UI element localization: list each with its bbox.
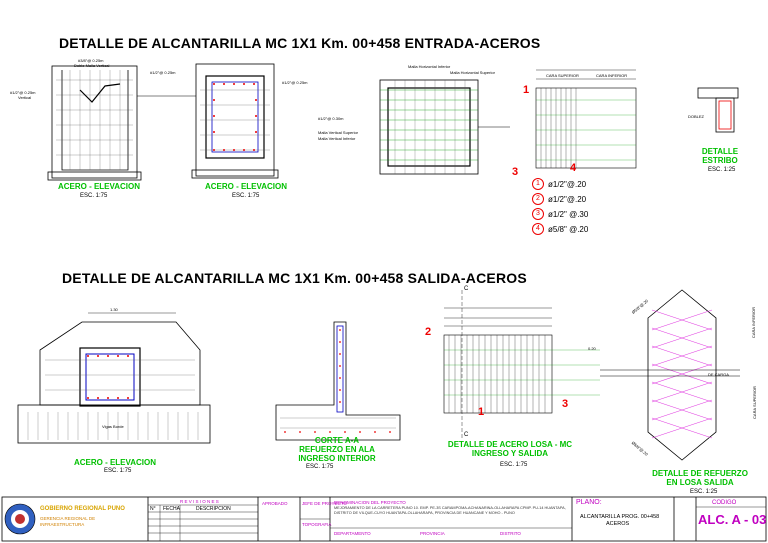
legend-item-4: 4 ø5/8" @.20: [532, 223, 588, 235]
legend-number: 4: [532, 223, 544, 235]
annotation: Malla Vertical Inferior: [318, 136, 356, 141]
acero-elevacion-3: [17, 312, 211, 444]
annotation: Vigas Borde: [102, 424, 124, 429]
acero-elevacion-1: [47, 65, 170, 181]
legend-number: 3: [532, 208, 544, 220]
caption-corte-aa: CORTE A-A REFUERZO EN ALA INGRESO INTERI…: [298, 436, 376, 463]
annotation: 1.30: [110, 307, 118, 312]
scale-1: ESC. 1:75: [80, 193, 108, 199]
losa-top: [535, 69, 637, 169]
annotation: 0.20: [588, 346, 596, 351]
title-salida: DETALLE DE ALCANTARILLA MC 1X1 Km. 00+45…: [62, 270, 527, 286]
annotation: Doble Malla Vertical: [74, 63, 110, 68]
legend-text: ø1/2" @.30: [548, 209, 589, 219]
section-c-bottom: C: [464, 432, 469, 438]
tb-provincia: PROVINCIA: [420, 531, 445, 536]
logo-emblem: [4, 503, 36, 535]
tb-rev-fecha: FECHA: [163, 506, 180, 512]
scale-2: ESC. 1:75: [232, 193, 260, 199]
scale-4: ESC. 1:75: [104, 468, 132, 474]
rebar-dots-corte: [284, 329, 391, 433]
tb-codigo-label: CODIGO: [712, 500, 737, 506]
annotation: Malla Vertical Superior: [318, 130, 359, 135]
legend-number: 2: [532, 193, 544, 205]
legend-text: ø1/2"@.20: [548, 194, 587, 204]
annotation: CARA SUPERIOR: [546, 73, 579, 78]
annotation: Vertical: [18, 95, 32, 100]
marker-3b: 3: [562, 398, 569, 410]
scale-7: ESC. 1:25: [690, 489, 718, 495]
section-c-top: C: [464, 286, 469, 292]
legend-text: ø5/8" @.20: [548, 224, 589, 234]
corte-aa: [275, 321, 401, 441]
caption-refuerzo: DETALLE DE REFUERZO EN LOSA SALIDA: [652, 469, 748, 487]
tb-rev-desc: DESCRIPCION: [196, 506, 231, 512]
tb-plano-desc-2: ACEROS: [606, 521, 630, 527]
caption-acero-elevacion-3: ACERO - ELEVACION: [73, 458, 157, 467]
marker-3: 3: [512, 166, 519, 178]
tb-distrito: DISTRITO: [500, 531, 521, 536]
annotation: #1/2"@ 0.25m: [150, 70, 176, 75]
legend-text: ø1/2"@.20: [548, 179, 587, 189]
annotation: Malla Horizontal Inferior: [408, 64, 451, 69]
tb-rev-n: N°: [150, 506, 156, 512]
annotation: CARA SUPERIOR: [751, 386, 757, 419]
caption-losa: DETALLE DE ACERO LOSA - MC INGRESO Y SAL…: [447, 440, 573, 458]
annotation: #3/8"@ 0.25m: [78, 58, 104, 63]
tb-topografia: TOPOGRAFIA: [302, 522, 332, 527]
title-entrada: DETALLE DE ALCANTARILLA MC 1X1 Km. 00+45…: [59, 35, 541, 51]
tb-jefe: JEFE DE PROYECTO: [302, 501, 347, 506]
plan-view-top: [379, 79, 510, 175]
marker-2b: 2: [425, 326, 432, 338]
caption-detalle-estribo: DETALLE ESTRIBO: [701, 147, 739, 165]
caption-acero-elevacion-2: ACERO - ELEVACION: [204, 182, 288, 191]
scale-5: ESC. 1:75: [306, 464, 334, 470]
legend-number: 1: [532, 178, 544, 190]
annotation: #1/2"@ 0.25m: [10, 90, 36, 95]
tb-aprobado: APROBADO: [262, 501, 288, 506]
tb-plano-label: PLANO:: [576, 499, 602, 506]
tb-sub-2: INFRAESTRUCTURA: [40, 522, 85, 527]
losa-bottom: [443, 290, 600, 440]
annotation: DOBLEZ: [688, 114, 705, 119]
tb-codigo: ALC. A - 03: [698, 512, 767, 527]
refuerzo-losa: [600, 289, 740, 461]
tb-proyecto: MEJORAMIENTO DE LA CARRETERA PUNO 10. EM…: [334, 506, 566, 515]
tb-organization: GOBIERNO REGIONAL PUNO: [40, 506, 125, 512]
legend-item-1: 1 ø1/2"@.20: [532, 178, 588, 190]
annotation: #1/2"@ 0.30m: [318, 116, 344, 121]
annotation: CARA INFERIOR: [596, 73, 628, 78]
legend-item-3: 3 ø1/2" @.30: [532, 208, 588, 220]
tb-sub-1: GERENCIA REGIONAL DE: [40, 516, 96, 521]
rebar-legend: 1 ø1/2"@.20 2 ø1/2"@.20 3 ø1/2" @.30 4 ø5/8"…: [532, 178, 588, 235]
annotation: CARA INFERIOR: [751, 306, 757, 339]
tb-denominacion: DENOMINACION DEL PROYECTO: [334, 500, 406, 505]
caption-acero-elevacion-1: ACERO - ELEVACION: [57, 182, 141, 191]
marker-1b: 1: [478, 406, 485, 418]
acero-elevacion-2: [170, 63, 279, 179]
title-block-frame: [1, 496, 767, 542]
legend-item-2: 2 ø1/2"@.20: [532, 193, 588, 205]
scale-6: ESC. 1:75: [500, 462, 528, 468]
annotation: DE CARGA: [708, 372, 729, 377]
marker-1: 1: [523, 84, 530, 96]
annotation: Malla Horizontal Superior: [450, 70, 495, 75]
marker-4: 4: [570, 162, 577, 174]
tb-revisiones: R E V I S I O N E S: [180, 499, 219, 504]
rebar-dots-2: [213, 83, 257, 151]
annotation: #1/2"@ 0.25m: [282, 80, 308, 85]
rebar-dots-3: [87, 355, 129, 399]
scale-3: ESC. 1:25: [708, 167, 736, 173]
estribo-detail: [697, 87, 739, 133]
tb-departamento: DEPARTAMENTO: [334, 531, 371, 536]
tb-plano-desc-1: ALCANTARILLA PROG. 00+458: [580, 514, 660, 520]
